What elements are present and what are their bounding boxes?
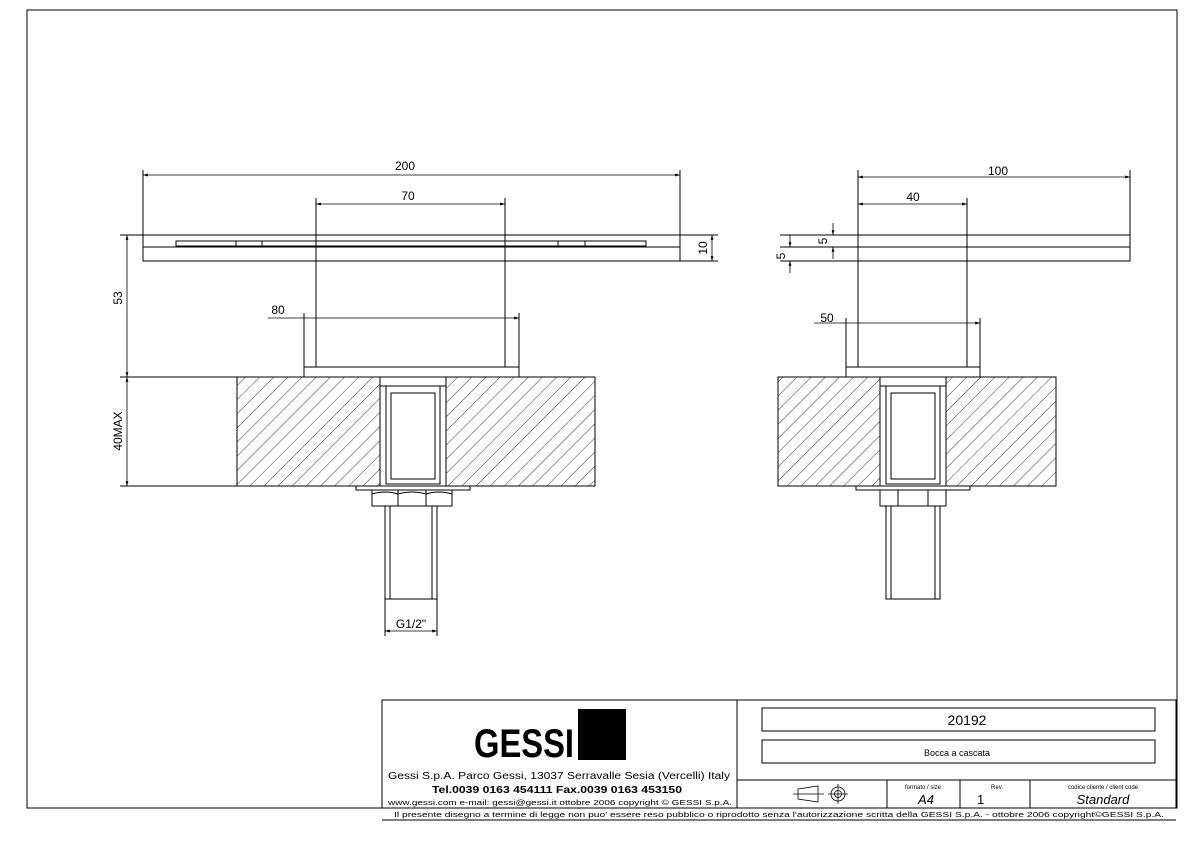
dim-front-slot-width: 70 [401, 189, 415, 203]
company-address: Gessi S.p.A. Parco Gessi, 13037 Serraval… [388, 771, 730, 782]
side-spout-plate [857, 234, 1131, 262]
company-phone: Tel.0039 0163 454111 Fax.0039 0163 45315… [432, 785, 683, 796]
front-shank [385, 385, 441, 485]
front-deck-right [445, 376, 596, 487]
front-dimension-lines [125, 173, 714, 633]
front-threaded-pipe [384, 505, 438, 600]
front-view [120, 170, 718, 636]
side-shank [885, 385, 941, 485]
legal-notice: Il presente disegno a termine di legge n… [394, 811, 1164, 819]
side-dimension-lines [788, 175, 1130, 325]
side-deck-right [945, 376, 1057, 487]
dim-side-top-plate: 5 [816, 237, 830, 244]
dim-front-height: 53 [111, 291, 125, 305]
product-name: Bocca a cascata [924, 748, 990, 758]
company-web: www.gessi.com e-mail: gessi@gessi.it ott… [387, 798, 732, 807]
product-code: 20192 [948, 712, 987, 728]
dim-front-deck-max: 40MAX [111, 411, 125, 450]
front-deck-left [236, 376, 381, 487]
side-spout-base [845, 366, 981, 378]
dim-side-base-depth: 50 [820, 311, 834, 325]
product-code-box [761, 707, 1156, 732]
title-block [381, 699, 1177, 821]
format-value: A4 [917, 792, 934, 807]
side-spout-body [857, 260, 968, 368]
gessi-logo-text: GESSI [474, 722, 574, 766]
side-threaded-pipe [885, 505, 941, 600]
dim-side-overall-depth: 100 [988, 164, 1008, 178]
dim-side-slot-depth: 40 [906, 190, 920, 204]
projection-symbol-icon [793, 784, 848, 804]
dim-front-thread: G1/2" [396, 617, 426, 631]
rev-value: 1 [977, 792, 984, 807]
client-code-value: Standard [1077, 792, 1131, 807]
side-deck-left [777, 376, 881, 487]
side-view [777, 170, 1131, 600]
dim-front-overall-width: 200 [395, 159, 415, 173]
rev-label: Rev. [991, 785, 1003, 791]
format-label: formato / size [905, 785, 942, 791]
product-name-box [761, 739, 1156, 764]
client-code-label: codice cliente / client code [1068, 785, 1139, 791]
dim-side-bottom-plate: 5 [774, 252, 788, 259]
dim-front-base-width: 80 [271, 303, 285, 317]
front-spout-body [315, 260, 506, 368]
gessi-logo-square [578, 709, 626, 760]
dim-front-thickness: 10 [696, 241, 710, 255]
side-lock-nut [879, 489, 947, 507]
front-spout-plate [142, 234, 681, 262]
front-spout-base [303, 366, 520, 378]
